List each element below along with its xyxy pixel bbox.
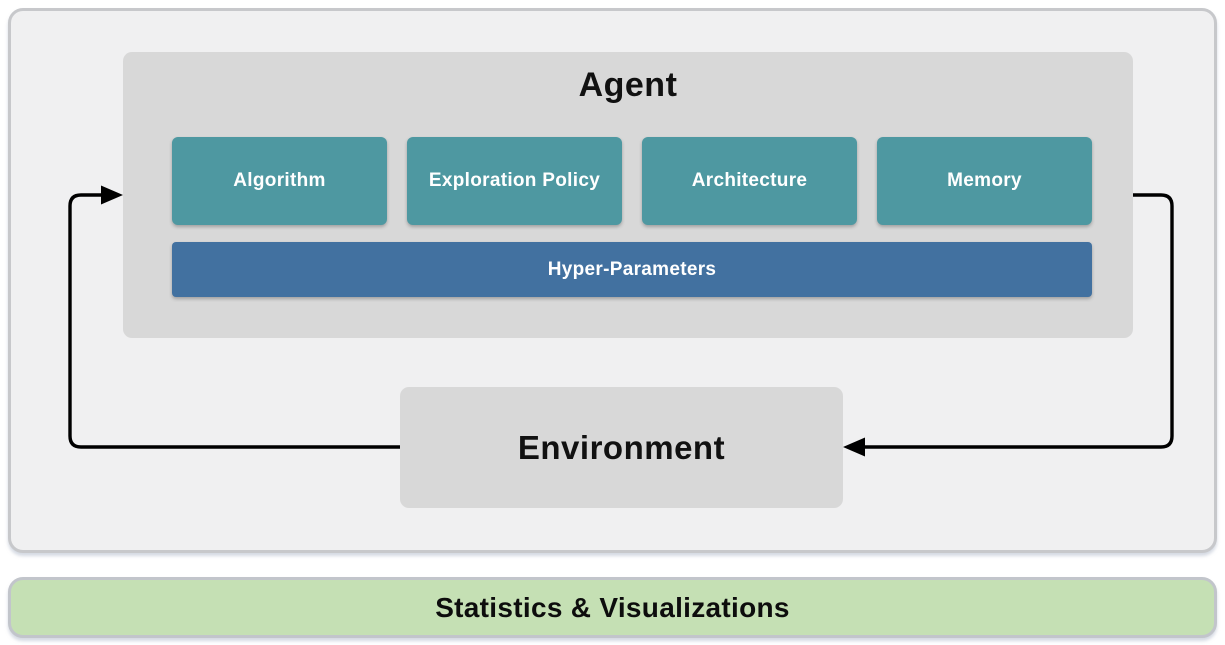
module-exploration-policy-label: Exploration Policy xyxy=(428,170,601,191)
agent-modules-row: Algorithm Exploration Policy Architectur… xyxy=(172,137,1092,225)
module-memory-label: Memory xyxy=(947,170,1022,191)
module-architecture: Architecture xyxy=(642,137,857,225)
environment-box: Environment xyxy=(400,387,843,508)
module-architecture-label: Architecture xyxy=(691,170,808,191)
module-memory: Memory xyxy=(877,137,1092,225)
hyper-parameters-label: Hyper-Parameters xyxy=(547,258,717,280)
module-exploration-policy: Exploration Policy xyxy=(407,137,622,225)
hyper-parameters-bar: Hyper-Parameters xyxy=(172,242,1092,297)
environment-label: Environment xyxy=(517,428,726,466)
statistics-visualizations-bar: Statistics & Visualizations xyxy=(8,577,1217,638)
agent-title: Agent xyxy=(578,66,678,104)
module-algorithm: Algorithm xyxy=(172,137,387,225)
statistics-visualizations-label: Statistics & Visualizations xyxy=(435,591,790,623)
module-algorithm-label: Algorithm xyxy=(233,170,326,191)
